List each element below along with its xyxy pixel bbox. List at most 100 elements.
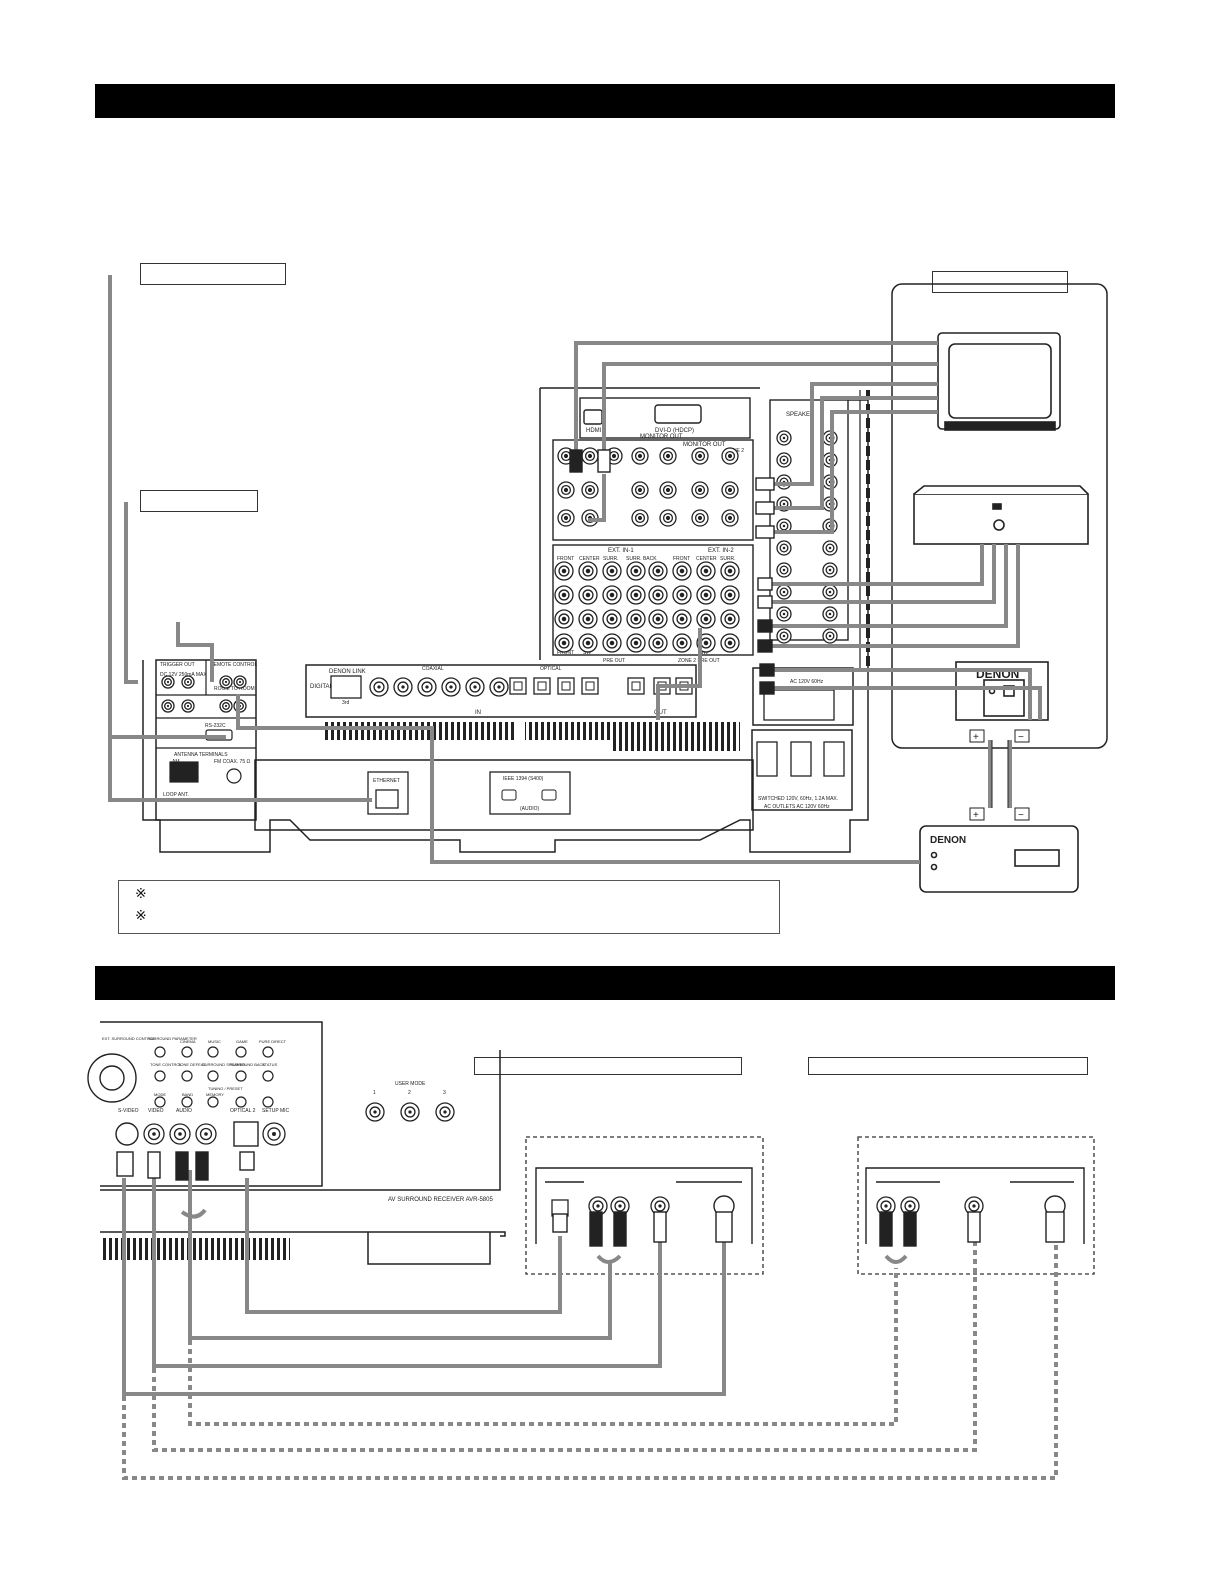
video-jack-pin <box>563 453 569 459</box>
trigger-label-box <box>140 490 258 512</box>
video-jack-pin <box>665 453 671 459</box>
coaxial-jack-pin <box>473 685 477 689</box>
user-mode-button-pin <box>443 1110 447 1114</box>
denon-link-text: DENON LINK <box>329 669 366 675</box>
coaxial-jack-pin <box>377 685 381 689</box>
ethernet-port <box>375 789 399 809</box>
user-mode-button-pin <box>373 1110 377 1114</box>
coaxial-text: COAXIAL <box>422 666 444 672</box>
tone-defeat-text: TONE DEFEAT <box>178 1062 206 1067</box>
speaker-text: SPEAKER <box>786 412 815 418</box>
pre-out-text: PRE OUT <box>603 658 625 664</box>
rca-jack-pin <box>703 568 709 574</box>
sw-text-1: SW <box>583 650 591 656</box>
denon-logo-amp: DENON <box>930 835 966 846</box>
ieee1394-port-1 <box>501 789 517 801</box>
surround-param-text: SURROUND PARAMETER <box>148 1036 197 1041</box>
note-line-1: ※ <box>135 885 147 902</box>
rca-jack-grid <box>554 447 740 653</box>
speaker-terminal-pin <box>782 568 786 572</box>
dvi-text: DVI-D (HDCP) <box>655 428 694 434</box>
coaxial-jack-pin <box>425 685 429 689</box>
video-jack-pin <box>587 453 593 459</box>
video-jack-pin <box>563 515 569 521</box>
front-panel-button <box>154 1046 166 1058</box>
rca-jack-pin <box>679 568 685 574</box>
rca-jack-pin <box>655 568 661 574</box>
device-a-panel <box>535 1167 753 1244</box>
optical-jack-inner <box>537 681 547 691</box>
device-a-rca-jack-pin <box>596 1204 600 1208</box>
control-jacks <box>161 675 247 713</box>
rca-jack-pin <box>655 616 661 622</box>
optical-jack-inner <box>631 681 641 691</box>
plus-2: + <box>973 810 979 821</box>
tuning-preset-text: TUNING / PRESET <box>208 1086 243 1091</box>
device-b-panel <box>865 1167 1085 1244</box>
trigger-out-text: TRIGGER OUT <box>160 662 195 668</box>
ext-surround-text: EXT. SURROUND CONTROL <box>102 1036 156 1041</box>
surround-speaker-text: SURROUND SPEAKER <box>202 1062 245 1067</box>
status-text: STATUS <box>262 1062 278 1067</box>
third-text: 3rd <box>342 700 349 706</box>
ieee1394-text: IEEE 1394 (S400) <box>503 776 544 782</box>
speaker-terminal-pin <box>782 546 786 550</box>
rca-jack-pin <box>633 616 639 622</box>
front-panel-button <box>235 1096 247 1108</box>
rca-jack-pin <box>585 592 591 598</box>
front-panel-jacks <box>115 1121 286 1147</box>
video-jack-pin <box>563 487 569 493</box>
speaker-terminal-pin <box>782 634 786 638</box>
surr-text-2: SURR. <box>720 556 736 562</box>
setup-mic-jack-pin <box>272 1132 276 1136</box>
rca-jack-pin <box>609 568 615 574</box>
front-text-2: FRONT <box>673 556 690 562</box>
zone2-label-box <box>140 263 286 285</box>
speaker-terminal-pin <box>828 546 832 550</box>
section-header-bar-bottom <box>95 966 1115 1000</box>
optical-jack-inner <box>585 681 595 691</box>
in-text: IN <box>475 710 481 716</box>
rca-jack-pin <box>585 640 591 646</box>
fm-coax-terminal <box>226 768 242 784</box>
ieee1394-port-2 <box>541 789 557 801</box>
denon-link-port <box>330 675 362 699</box>
speaker-terminals <box>776 430 838 644</box>
note-mark-2: ※ <box>135 907 147 923</box>
front-panel-button <box>181 1070 193 1082</box>
rca-jack-pin <box>703 592 709 598</box>
video-jack-pin <box>727 453 733 459</box>
rca-jack-pin <box>679 616 685 622</box>
trigger-spec-text: DC 12V 250mA MAX <box>160 672 207 678</box>
coaxial-jacks <box>369 677 509 697</box>
front-panel-button <box>262 1070 274 1082</box>
front-device-a-label <box>474 1057 742 1075</box>
surround-back-text: SURROUND BACK <box>230 1062 265 1067</box>
digital-text: DIGITAL <box>310 684 334 690</box>
speaker-terminal-pin <box>782 458 786 462</box>
rca-jack-pin <box>609 616 615 622</box>
device-b-rca-jack-pin <box>908 1204 912 1208</box>
front-rca-jack-pin <box>152 1132 156 1136</box>
front-text-1: FRONT <box>557 556 574 562</box>
video-jack-pin <box>637 453 643 459</box>
surr-text-1: SURR. <box>603 556 619 562</box>
optical-jack-inner <box>513 681 523 691</box>
room-to-room-text: ROOM TO ROOM <box>214 686 255 692</box>
rca-jack-pin <box>561 640 567 646</box>
speaker-terminal-pin <box>828 612 832 616</box>
front-panel-button <box>207 1096 219 1108</box>
hdmi-port <box>583 409 603 425</box>
hdmi-text: HDMI <box>586 428 602 434</box>
front-panel-button <box>181 1046 193 1058</box>
note-mark-1: ※ <box>135 885 147 901</box>
rca-jack-pin <box>633 640 639 646</box>
speaker-terminal-pin <box>782 590 786 594</box>
center-text-2: CENTER <box>696 556 717 562</box>
rca-jack-pin <box>609 640 615 646</box>
rca-jack-pin <box>609 592 615 598</box>
control-jack-pin <box>186 680 190 684</box>
receiver-front-panel <box>100 1021 506 1265</box>
sw-text-2: SW <box>700 650 708 656</box>
band-text: BAND <box>182 1092 193 1097</box>
